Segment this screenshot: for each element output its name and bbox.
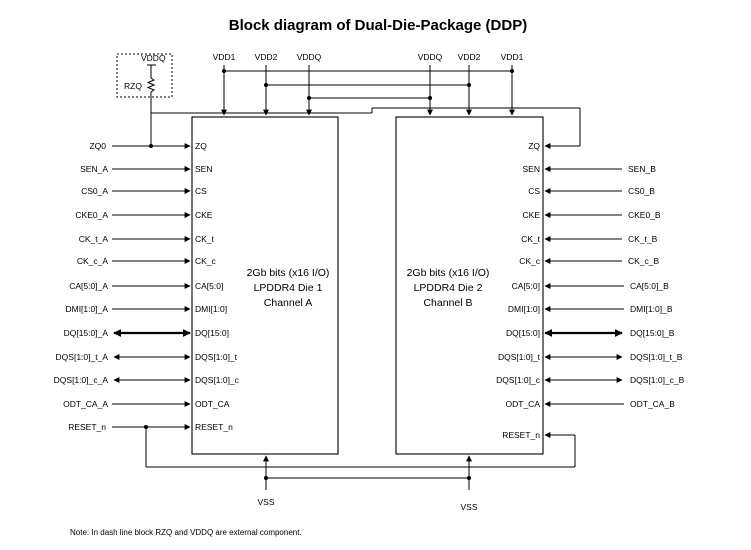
signal-a-dmi: DMI[1:0]_A: [65, 304, 108, 314]
die1-pin-ck-c: CK_c: [195, 256, 217, 266]
die1-desc-line3: Channel A: [264, 297, 312, 309]
die1-pin-ck-t: CK_t: [195, 234, 215, 244]
channel-a-wires: [112, 113, 576, 468]
signal-a-odt-ca: ODT_CA_A: [63, 399, 108, 409]
signal-a-cs0: CS0_A: [81, 186, 108, 196]
die1-pin-dq: DQ[15:0]: [195, 328, 229, 338]
signal-b-sen: SEN_B: [628, 164, 656, 174]
die1-pin-odt-ca: ODT_CA: [195, 399, 230, 409]
signal-a-dqs-c: DQS[1:0]_c_A: [54, 375, 109, 385]
die2-pin-ca: CA[5:0]: [512, 281, 540, 291]
vss-right-label: VSS: [460, 502, 477, 512]
die1-desc-line1: 2Gb bits (x16 I/O): [247, 267, 330, 279]
die2-desc-line1: 2Gb bits (x16 I/O): [407, 267, 490, 279]
die2-pin-dqs-c: DQS[1:0]_c: [496, 375, 541, 385]
signal-a-ck-c: CK_c_A: [77, 256, 109, 266]
die1-pin-dmi: DMI[1:0]: [195, 304, 227, 314]
die1-vdd2-label: VDD2: [255, 52, 278, 62]
power-rails: [221, 65, 515, 116]
external-rzq-label: RZQ: [124, 81, 142, 91]
external-rzq-block: VDDQ RZQ: [116, 53, 173, 113]
signal-b-ck-t: CK_t_B: [628, 234, 658, 244]
die1-pin-sen: SEN: [195, 164, 212, 174]
die2-vdd2-label: VDD2: [458, 52, 481, 62]
die2-vddq-label: VDDQ: [418, 52, 443, 62]
channel-b-wires: [544, 166, 624, 407]
die1-pin-cs: CS: [195, 186, 207, 196]
signal-b-dqs-c: DQS[1:0]_c_B: [630, 375, 685, 385]
signal-b-odt-ca: ODT_CA_B: [630, 399, 675, 409]
signal-a-sen: SEN_A: [80, 164, 108, 174]
die1-pin-dqs-c: DQS[1:0]_c: [195, 375, 240, 385]
signal-a-ca: CA[5:0]_A: [69, 281, 108, 291]
die2-desc-line3: Channel B: [423, 297, 472, 309]
die2-pin-ck-c: CK_c: [519, 256, 541, 266]
die1-pin-cke: CKE: [195, 210, 213, 220]
die2-pin-ck-t: CK_t: [521, 234, 541, 244]
signal-b-cs0: CS0_B: [628, 186, 655, 196]
signal-a-cke0: CKE0_A: [75, 210, 108, 220]
die2-pin-zq: ZQ: [528, 141, 540, 151]
signal-b-dmi: DMI[1:0]_B: [630, 304, 673, 314]
die1-pin-ca: CA[5:0]: [195, 281, 223, 291]
signal-a-zq0: ZQ0: [89, 141, 106, 151]
signal-b-ck-c: CK_c_B: [628, 256, 660, 266]
signal-b-dq: DQ[15:0]_B: [630, 328, 675, 338]
signal-a-ck-t: CK_t_A: [79, 234, 109, 244]
die2-desc-line2: LPDDR4 Die 2: [414, 282, 483, 294]
die2-vdd1-label: VDD1: [501, 52, 524, 62]
signal-b-cke0: CKE0_B: [628, 210, 661, 220]
die1-block: [191, 116, 339, 455]
die1-pin-zq: ZQ: [195, 141, 207, 151]
signal-b-dqs-t: DQS[1:0]_t_B: [630, 352, 683, 362]
die2-pin-cke: CKE: [523, 210, 541, 220]
die2-pin-reset-n: RESET_n: [502, 430, 540, 440]
die1-desc-line2: LPDDR4 Die 1: [254, 282, 323, 294]
vss-left-label: VSS: [257, 497, 274, 507]
signal-a-dq: DQ[15:0]_A: [64, 328, 109, 338]
signal-a-dqs-t: DQS[1:0]_t_A: [56, 352, 109, 362]
signal-a-reset-n: RESET_n: [68, 422, 106, 432]
zq-chain: [151, 107, 581, 149]
signal-b-ca: CA[5:0]_B: [630, 281, 669, 291]
die1-vdd1-label: VDD1: [213, 52, 236, 62]
die2-pin-dqs-t: DQS[1:0]_t: [498, 352, 541, 362]
die2-pin-dq: DQ[15:0]: [506, 328, 540, 338]
die2-pin-dmi: DMI[1:0]: [508, 304, 540, 314]
die2-pin-cs: CS: [528, 186, 540, 196]
die1-vddq-label: VDDQ: [297, 52, 322, 62]
die1-pin-reset-n: RESET_n: [195, 422, 233, 432]
die2-pin-sen: SEN: [523, 164, 540, 174]
die2-block: [395, 116, 544, 455]
external-vddq-label: VDDQ: [141, 53, 166, 63]
footnote: Note: In dash line block RZQ and VDDQ ar…: [70, 528, 302, 537]
die1-pin-dqs-t: DQS[1:0]_t: [195, 352, 238, 362]
vss-wires: [263, 455, 472, 490]
diagram-title: Block diagram of Dual-Die-Package (DDP): [229, 17, 527, 34]
die2-pin-odt-ca: ODT_CA: [506, 399, 541, 409]
